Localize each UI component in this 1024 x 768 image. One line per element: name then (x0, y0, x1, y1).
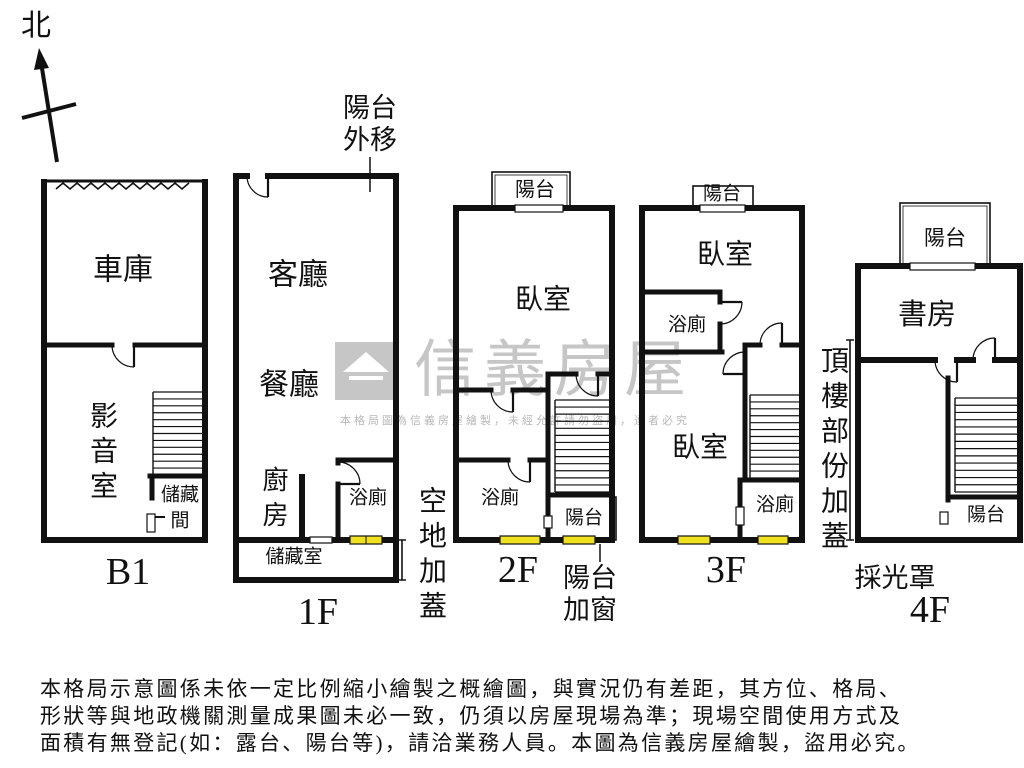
floor-4f: 陽台 書房 陽台 採光罩 4F (846, 202, 1023, 631)
f2-balcony-door (543, 515, 553, 529)
balcony-window-label-line2: 加窗 (563, 595, 617, 625)
f3-upper-bedroom-label: 臥室 (697, 239, 753, 271)
north-arrow-crossbar (21, 102, 77, 120)
f4-bottom-balcony-label: 陽台 (967, 504, 1005, 526)
b1-door-swing (111, 344, 135, 368)
b1-folding-garage-door (55, 181, 190, 191)
b1-theater-label: 影音室 (86, 401, 117, 506)
f3-top-window (699, 204, 746, 213)
disclaimer-line: 本格局示意圖係未依一定比例縮小繪製之概繪圖，與實況仍有差距，其方位、格局、 (40, 677, 903, 701)
f4-top-balcony-label: 陽台 (924, 226, 966, 250)
balcony-moved-label-line1: 陽台 (343, 93, 397, 123)
north-label: 北 (21, 10, 51, 43)
f2-stair-door-swing (575, 373, 599, 397)
f2-bedroom-label: 臥室 (515, 284, 571, 316)
f2-balcony-window (562, 535, 596, 545)
logo-roof (343, 352, 389, 372)
f1-dining-room-label: 餐廳 (259, 369, 319, 402)
balcony-moved-label-line2: 外移 (343, 125, 397, 155)
f2-bedroom-door-swing (490, 389, 514, 413)
b1-exterior-walls (41, 179, 208, 543)
b1-staircase (153, 391, 205, 476)
f2-bathroom-label: 浴廁 (481, 486, 519, 509)
f3-floor-label: 3F (706, 549, 746, 591)
skylight-cover-label: 採光罩 (855, 563, 936, 593)
house-logo-icon (335, 342, 397, 400)
f2-bottom-balcony-label: 陽台 (565, 507, 603, 529)
f2-balcony-window-frame (612, 496, 617, 541)
f3-staircase (750, 394, 802, 479)
f3-upper-bedroom-door-swing (759, 322, 783, 346)
f2-floor-label: 2F (498, 549, 538, 591)
f4-exterior-walls (855, 263, 1023, 543)
vacant-land-addition-label: 空地加蓋 (415, 486, 446, 626)
f4-stair-door-swing (934, 359, 958, 383)
disclaimer-block: 本格局示意圖係未依一定比例縮小繪製之概繪圖，與實況仍有差距，其方位、格局、 形狀… (40, 676, 921, 757)
f1-living-room-label: 客廳 (268, 259, 328, 292)
f3-lower-bathroom-label: 浴廁 (756, 493, 794, 516)
f3-lower-bathroom-door (735, 506, 745, 526)
b1-storage-door (146, 513, 156, 533)
north-arrow-head (34, 48, 49, 70)
b1-storage-label-line2: 間 (170, 511, 189, 532)
f3-lower-bedroom-door-swing (722, 351, 746, 375)
f1-kitchen-label: 廚房 (259, 466, 288, 536)
f1-exterior-walls (233, 173, 399, 583)
f1-addition-dimension-line (398, 539, 406, 581)
f2-top-balcony-label: 陽台 (515, 178, 555, 201)
f2-stair-walls (545, 371, 615, 543)
disclaimer-line: 面積有無登記(如：露台、陽台等)，請洽業務人員。本圖為信義房屋繪製，盜用必究。 (40, 731, 921, 755)
floor-1f: 陽台 外移 客廳 餐廳 浴廁 儲藏室 1F (233, 93, 406, 633)
f4-top-window (909, 262, 976, 271)
rooftop-addition-label: 頂樓部份加蓋 (817, 346, 848, 556)
b1-storage-label-line1: 儲藏 (161, 484, 199, 506)
f3-upper-bathroom-walls (639, 289, 725, 355)
f1-storage-room-label: 儲藏室 (265, 546, 322, 568)
f3-lower-bedroom-label: 臥室 (672, 432, 728, 464)
floor-3f: 陽台 臥室 浴廁 臥室 浴廁 3F (639, 183, 805, 591)
balcony-window-label-line1: 陽台 (563, 563, 617, 593)
f2-bathroom-door-swing (507, 459, 531, 483)
f2-top-window (514, 204, 564, 213)
f3-bedroom-window (677, 535, 711, 545)
f4-rooftop-addition-dimension-line (846, 339, 854, 541)
f2-bathroom-window (499, 535, 541, 545)
f4-study-door-swing (972, 337, 996, 361)
logo-bar (349, 376, 383, 380)
b1-floor-label: B1 (106, 551, 150, 593)
f4-balcony-door (939, 511, 949, 525)
b1-storage-walls (147, 473, 208, 501)
floor-b1: 車庫 儲藏 間 B1 (41, 179, 208, 593)
f3-bathroom-window (757, 535, 789, 545)
disclaimer-line: 形狀等與地政機關測量成果圖未必一致，仍須以房屋現場為準；現場空間使用方式及 (40, 704, 903, 728)
f1-bathroom-door-swing (337, 461, 361, 485)
f3-stair-hall-walls (742, 342, 805, 483)
floor-2f: 陽台 臥室 浴廁 陽台 2F 陽台 加窗 (453, 171, 617, 625)
f3-lower-bathroom-walls (737, 477, 805, 543)
f4-stair-walls (945, 375, 1023, 503)
f4-staircase (955, 397, 1020, 493)
f1-floor-label: 1F (298, 591, 338, 633)
f3-top-balcony-label: 陽台 (703, 183, 741, 205)
f1-entry-door-swing (246, 175, 269, 198)
f1-bathroom-label: 浴廁 (349, 486, 387, 509)
north-arrow-icon (21, 48, 77, 163)
f3-upper-bathroom-label: 浴廁 (668, 313, 706, 336)
f4-floor-label: 4F (910, 589, 950, 631)
f3-upper-bathroom-door-swing (719, 301, 743, 325)
watermark-notice: 本格局圖為信義房屋繪製，未經允許請勿盜用，違者必究 (340, 413, 690, 427)
f1-storage-door (309, 536, 333, 544)
f2-staircase (555, 399, 612, 493)
f4-study-label: 書房 (898, 298, 956, 331)
b1-garage-label: 車庫 (93, 254, 153, 287)
f3-exterior-walls (639, 205, 805, 543)
